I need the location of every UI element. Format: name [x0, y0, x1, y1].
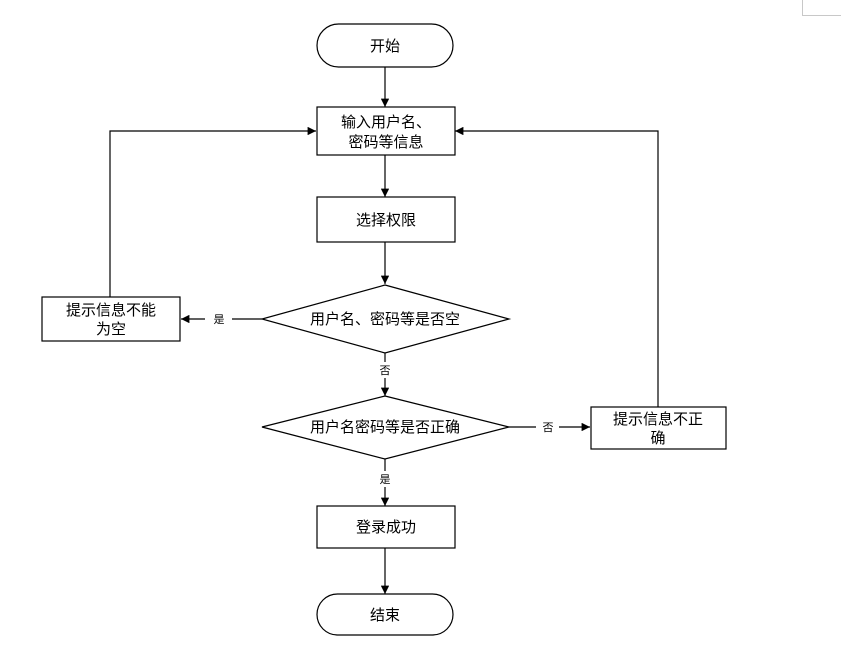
decision-shape — [259, 284, 512, 354]
node-incorrect-msg-line-1: 提示信息不正 — [613, 410, 703, 428]
node-incorrect-msg: 提示信息不正 确 — [590, 406, 727, 450]
node-success: 登录成功 — [316, 505, 456, 549]
node-empty-msg: 提示信息不能 为空 — [41, 296, 181, 342]
edges — [109, 67, 659, 594]
process-shape — [41, 296, 181, 342]
node-input: 输入用户名、 密码等信息 — [316, 106, 456, 156]
edge-label-correct-yes: 是 — [380, 473, 391, 486]
window-corner-frame — [802, 0, 841, 16]
node-check-empty: 用户名、密码等是否空 — [259, 284, 512, 354]
node-select-label: 选择权限 — [356, 211, 416, 229]
terminator-shape — [316, 593, 454, 636]
node-end: 结束 — [316, 593, 454, 636]
edge-empty-msg-to-input — [109, 126, 316, 297]
process-shape — [316, 196, 456, 243]
node-select: 选择权限 — [316, 196, 456, 243]
edge-label-correct-no: 否 — [543, 421, 554, 434]
node-check-correct: 用户名密码等是否正确 — [261, 395, 510, 460]
edge-labels: 是 否 否 是 — [214, 313, 554, 486]
process-shape — [316, 106, 456, 156]
node-start-label: 开始 — [370, 37, 400, 55]
decision-shape — [261, 395, 510, 460]
node-check-empty-label: 用户名、密码等是否空 — [310, 310, 460, 328]
edge-label-empty-yes: 是 — [214, 313, 225, 326]
node-end-label: 结束 — [370, 606, 400, 624]
node-input-line-1: 输入用户名、 — [341, 113, 431, 131]
node-success-label: 登录成功 — [356, 518, 416, 536]
node-empty-msg-line-1: 提示信息不能 — [66, 301, 156, 319]
node-empty-msg-line-2: 为空 — [96, 320, 126, 338]
node-check-correct-label: 用户名密码等是否正确 — [310, 418, 460, 436]
node-incorrect-msg-line-2: 确 — [650, 429, 665, 447]
edge-label-empty-no: 否 — [380, 364, 391, 377]
terminator-shape — [316, 23, 454, 68]
process-shape — [590, 406, 727, 450]
node-input-line-2: 密码等信息 — [348, 133, 423, 151]
edge-incorrect-msg-to-input — [455, 126, 659, 407]
node-start: 开始 — [316, 23, 454, 68]
process-shape — [316, 505, 456, 549]
